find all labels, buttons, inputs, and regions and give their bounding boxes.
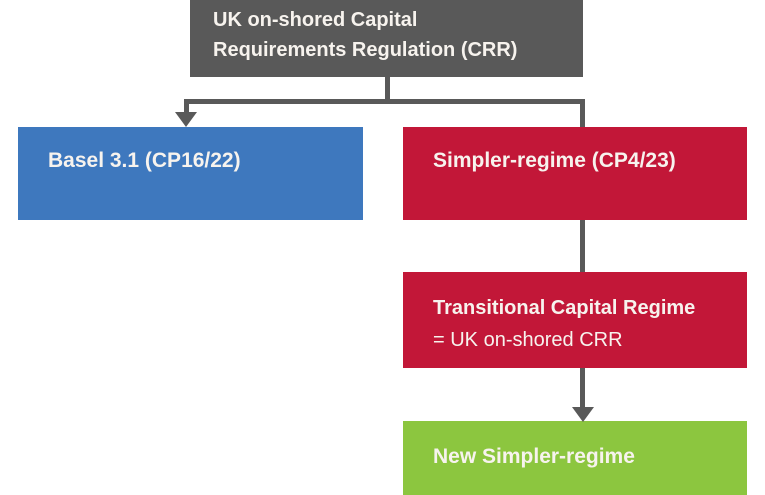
arrow-down-icon [175, 112, 197, 127]
connector-horizontal-branch [184, 99, 585, 104]
connector-right-vertical [580, 99, 585, 408]
node-transitional-label-line2: = UK on-shored CRR [433, 329, 623, 351]
node-simpler-regime: Simpler-regime (CP4/23) [403, 127, 747, 220]
node-basel-3-1: Basel 3.1 (CP16/22) [18, 127, 363, 220]
node-new-simpler-label: New Simpler-regime [433, 445, 635, 468]
node-transitional-capital-regime: Transitional Capital Regime = UK on-shor… [403, 272, 747, 368]
node-simpler-label: Simpler-regime (CP4/23) [433, 149, 676, 172]
arrow-down-icon [572, 407, 594, 422]
node-uk-crr-label-line1: UK on-shored Capital [213, 9, 418, 31]
connector-root-stem [385, 77, 390, 104]
node-basel-label: Basel 3.1 (CP16/22) [48, 149, 241, 172]
node-uk-crr-label-line2: Requirements Regulation (CRR) [213, 39, 518, 61]
node-new-simpler-regime: New Simpler-regime [403, 421, 747, 495]
node-transitional-label-line1: Transitional Capital Regime [433, 297, 696, 319]
node-uk-crr: UK on-shored Capital Requirements Regula… [190, 0, 583, 77]
connector-left-vertical [184, 99, 189, 115]
